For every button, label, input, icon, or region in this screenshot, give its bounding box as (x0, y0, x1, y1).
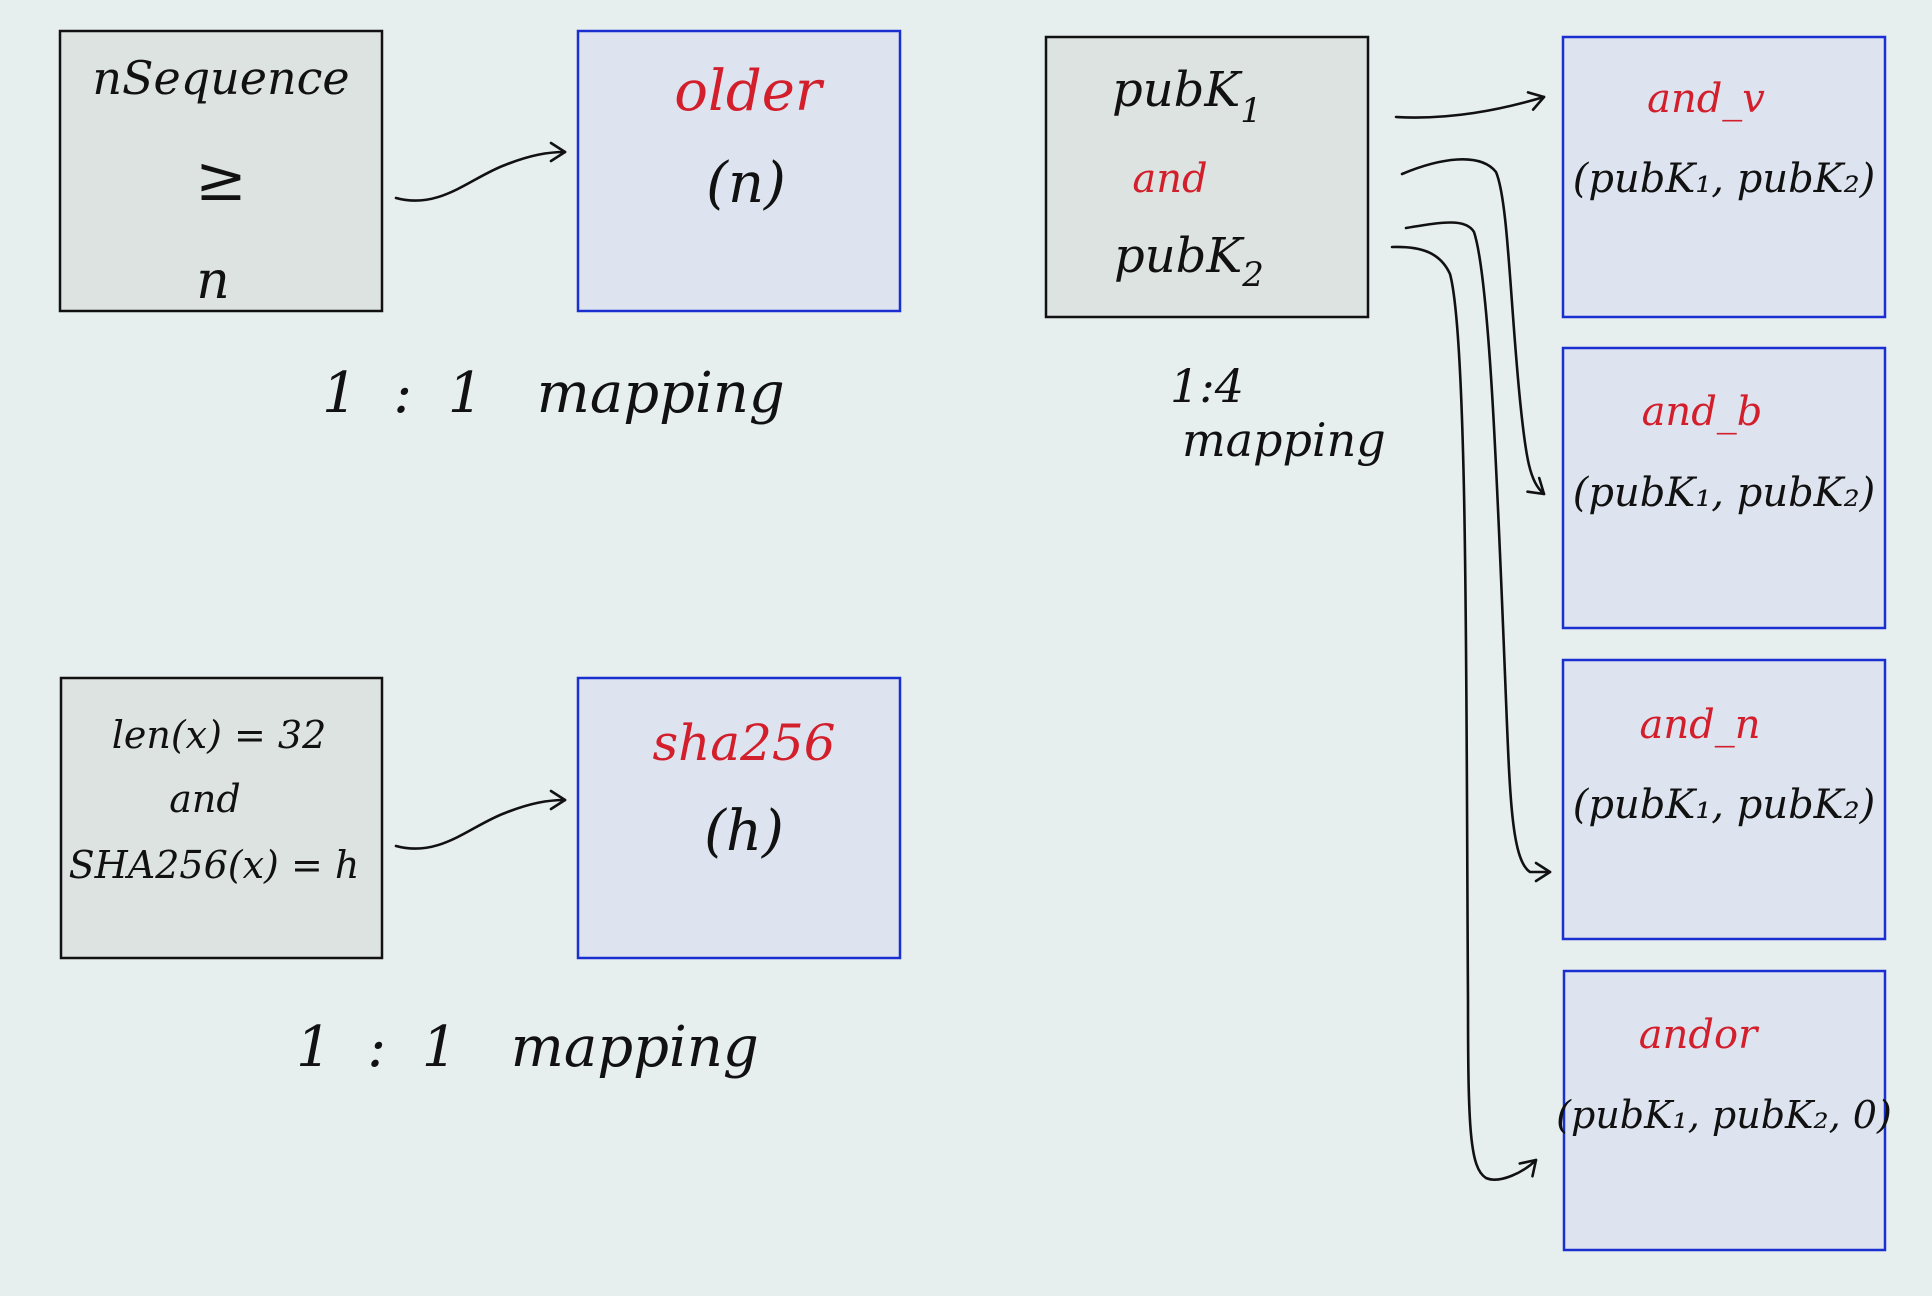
and-b-arrow (1400, 158, 1546, 496)
and-n-box (1561, 658, 1887, 941)
hash-mapping-label: 1 : 1 mapping (296, 1015, 759, 1080)
hash-arrow (394, 789, 567, 850)
sha256-label: sha256 (652, 714, 835, 772)
andor-arrow (1390, 245, 1538, 1181)
sha256-arg: (h) (704, 799, 784, 864)
sha256-box (576, 676, 902, 960)
timelock-mapping-label: 1 : 1 mapping (322, 361, 785, 426)
and-n-arrow (1404, 221, 1552, 883)
timelock-arrow (394, 141, 567, 202)
andor-label: andor (1639, 1012, 1760, 1058)
pubk2-label: pubK2 (1114, 228, 1264, 295)
and-source-box (1044, 35, 1370, 319)
older-label: older (674, 59, 825, 124)
n-label: n (196, 251, 230, 311)
and-n-label: and_n (1640, 702, 1761, 748)
and-b-box (1561, 346, 1887, 630)
and-mapping-word: mapping (1182, 413, 1386, 467)
and-operator-label: and (1132, 156, 1207, 202)
pubk1-label: pubK1 (1112, 62, 1262, 131)
and-mapping-ratio: 1:4 (1170, 359, 1244, 413)
and-v-args: (pubK₁, pubK₂) (1573, 156, 1875, 202)
and-v-box (1561, 35, 1887, 319)
and-n-args: (pubK₁, pubK₂) (1573, 782, 1875, 828)
hash-and-label: and (169, 777, 240, 821)
hash-condition-box (59, 676, 384, 960)
and-b-args: (pubK₁, pubK₂) (1573, 470, 1875, 516)
sha256-condition: SHA256(x) = h (69, 843, 360, 887)
andor-args: (pubK₁, pubK₂, 0) (1556, 1093, 1892, 1137)
older-arg: (n) (706, 151, 786, 216)
gte-symbol: ≥ (195, 142, 247, 215)
and-v-label: and_v (1647, 76, 1765, 122)
and-b-label: and_b (1642, 389, 1763, 435)
nsequence-label: nSequence (92, 51, 349, 105)
nsequence-box (58, 29, 384, 313)
len-condition: len(x) = 32 (112, 713, 327, 757)
andor-box (1562, 969, 1887, 1252)
and-v-arrow (1394, 91, 1546, 119)
older-box (576, 29, 902, 313)
